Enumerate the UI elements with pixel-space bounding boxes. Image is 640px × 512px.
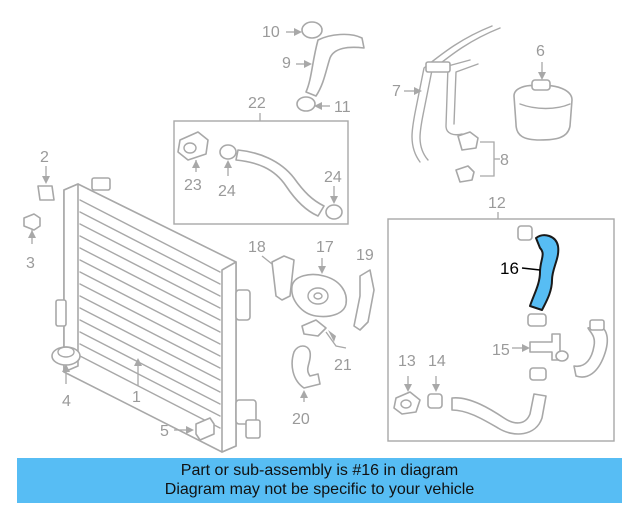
callout-23: 23 [184, 177, 202, 194]
callout-8: 8 [500, 152, 509, 169]
clamp-24b [325, 204, 343, 220]
callout-17: 17 [316, 239, 334, 256]
callout-24a: 24 [218, 183, 236, 200]
bracket-18 [271, 255, 295, 301]
info-banner: Part or sub-assembly is #16 in diagram D… [17, 458, 622, 503]
radiator [55, 177, 261, 453]
fitting-8b [455, 165, 475, 183]
callout-4: 4 [62, 393, 71, 410]
parts-diagram: 1 2 3 4 5 10 9 11 22 23 24 24 7 [23, 21, 615, 453]
callout-18: 18 [248, 239, 266, 256]
callout-13: 13 [398, 353, 416, 370]
callout-2: 2 [40, 149, 49, 166]
callout-7: 7 [392, 83, 401, 100]
fitting-8a [457, 131, 479, 151]
callout-14: 14 [428, 353, 446, 370]
group-box-22 [173, 120, 349, 225]
banner-line-2: Diagram may not be specific to your vehi… [164, 481, 475, 498]
hose-12-bottom [451, 393, 547, 435]
clamp-11 [296, 96, 316, 112]
clamp-12-mid [527, 313, 547, 327]
group-box-12 [387, 218, 615, 442]
clamp-24a [219, 144, 237, 160]
callout-20: 20 [292, 411, 310, 428]
mount-4 [51, 346, 81, 366]
callout-15: 15 [492, 342, 510, 359]
bracket-19 [353, 269, 375, 331]
banner-line-1: Part or sub-assembly is #16 in diagram [180, 462, 459, 479]
callout-6: 6 [536, 43, 545, 60]
callout-16: 16 [500, 259, 519, 278]
callout-10: 10 [262, 24, 280, 41]
callout-9: 9 [282, 55, 291, 72]
water-pump-17 [291, 273, 348, 318]
bolt-3 [23, 213, 41, 231]
hose-22 [235, 149, 325, 217]
callout-1: 1 [132, 389, 141, 406]
clamp-12-top [517, 225, 533, 241]
flange-13 [393, 391, 421, 415]
callout-11: 11 [334, 99, 351, 116]
hose-20 [291, 345, 321, 389]
callout-22: 22 [248, 95, 266, 112]
callout-24b: 24 [324, 169, 342, 186]
hose-16-highlighted [529, 234, 560, 311]
clamp-14 [427, 393, 443, 409]
callout-5: 5 [160, 423, 169, 440]
hose-12-right [573, 325, 609, 378]
callout-19: 19 [356, 247, 374, 264]
expansion-tank-6 [513, 84, 573, 141]
clamp-10 [301, 21, 323, 39]
gasket-21 [301, 319, 327, 337]
hose-9 [305, 33, 365, 97]
bracket-2 [37, 185, 55, 201]
bolt-5 [195, 417, 215, 441]
callout-12: 12 [488, 195, 506, 212]
callout-21: 21 [334, 357, 352, 374]
flange-23 [177, 131, 209, 161]
leader-16 [521, 267, 541, 271]
callout-3: 3 [26, 255, 35, 272]
clamp-12-low [529, 367, 547, 381]
